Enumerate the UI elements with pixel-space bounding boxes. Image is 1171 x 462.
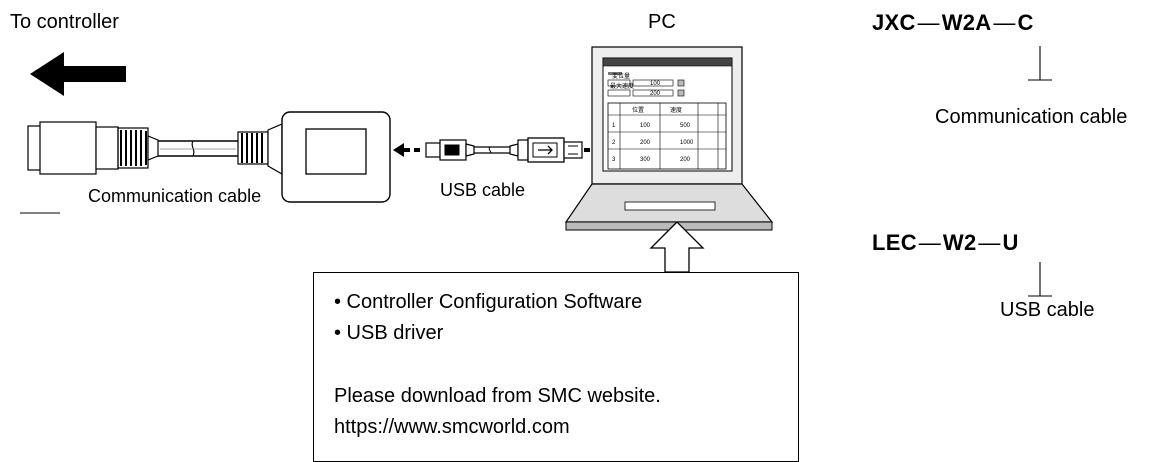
up-arrow-icon — [649, 221, 705, 273]
screen-col2-header: 速度 — [670, 106, 682, 114]
communication-cable-label: Communication cable — [88, 186, 262, 206]
part-number-usb-suffix: U — [1002, 230, 1019, 255]
note-item-software: • Controller Configuration Software — [334, 291, 643, 313]
screen-row-n: 2 — [612, 140, 616, 146]
part-number-usb-p1: LEC — [872, 230, 917, 255]
note-url: https://www.smcworld.com — [334, 416, 570, 438]
pc-label: PC — [648, 11, 676, 33]
part-number-usb-p2: W2 — [942, 230, 977, 255]
usb-cable-drawing — [425, 137, 583, 163]
part-number-usb: LEC—W2—U — [872, 230, 1019, 255]
part-number-comm: JXC—W2A—C — [872, 10, 1034, 35]
part-number-comm-leader — [1028, 46, 1052, 81]
screen-row-b: 500 — [680, 123, 691, 129]
part-number-comm-caption: Communication cable — [935, 106, 1128, 128]
part-number-usb-leader — [1028, 262, 1052, 297]
screen-row1-value: 100 — [650, 81, 661, 87]
dashed-arrow-left-icon — [393, 143, 424, 157]
screen-row1-label: 変位量 — [612, 72, 630, 80]
left-arrow-icon — [30, 52, 126, 96]
screen-row-n: 1 — [612, 123, 616, 129]
note-download-line: Please download from SMC website. — [334, 385, 661, 407]
screen-row-b: 1000 — [680, 140, 694, 146]
usb-cable-label: USB cable — [440, 180, 526, 200]
to-controller-label: To controller — [10, 11, 119, 33]
screen-row2-value: 200 — [650, 91, 661, 97]
screen-row-n: 3 — [612, 157, 616, 163]
pc-laptop-drawing: 変位量 100 200 最大速度 位置 速度 1 100 500 2 200 1… — [564, 46, 774, 231]
software-note-box: • Controller Configuration Software • US… — [313, 272, 799, 462]
part-number-comm-p2: W2A — [941, 10, 992, 35]
screen-row-a: 100 — [640, 123, 651, 129]
screen-row-a: 200 — [640, 140, 651, 146]
screen-col1-header: 位置 — [632, 106, 644, 114]
screen-row-b: 200 — [680, 157, 691, 163]
screen-row2-label: 最大速度 — [610, 82, 634, 90]
part-number-usb-caption: USB cable — [1000, 299, 1095, 321]
part-number-comm-p1: JXC — [872, 10, 916, 35]
part-number-comm-suffix: C — [1017, 10, 1034, 35]
note-item-driver: • USB driver — [334, 322, 444, 344]
screen-row-a: 300 — [640, 157, 651, 163]
communication-cable-drawing — [27, 111, 391, 203]
